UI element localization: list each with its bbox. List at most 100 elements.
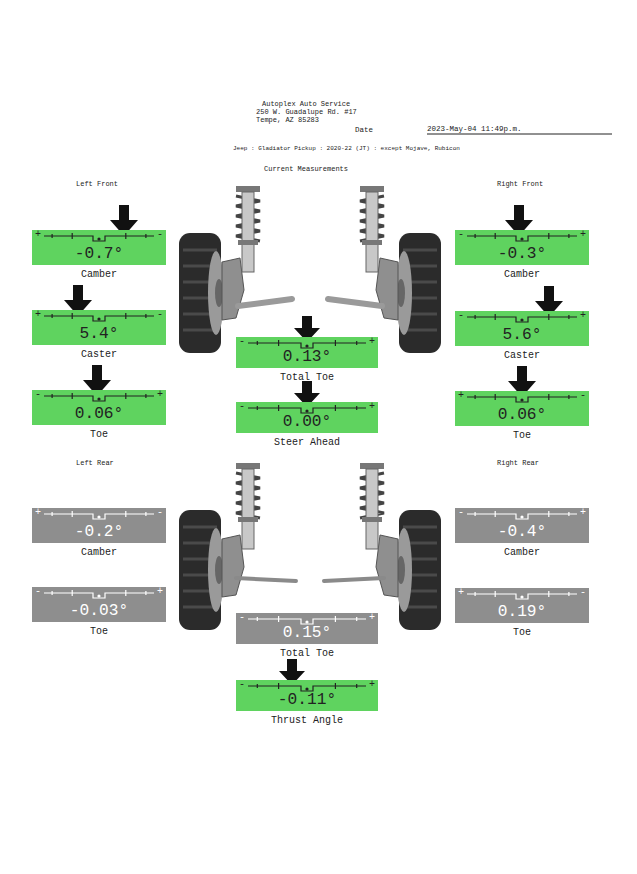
sign-marker: + xyxy=(369,337,375,347)
gauge-readout: +--0.7°Camber xyxy=(32,230,166,283)
measurement-value: -0.2° xyxy=(32,522,166,542)
gauge-bar: + - -0.2° xyxy=(32,508,166,543)
measurement-name: Total Toe xyxy=(216,372,398,384)
printout-text: Jeep : Gladiator Pickup : 2020-22 (JT) :… xyxy=(233,145,460,153)
gauge-readout: -+5.6°Caster xyxy=(455,311,589,364)
sign-marker: - xyxy=(580,391,586,401)
gauge-bar: - +0.13° xyxy=(236,337,378,368)
gauge-bar: + - -0.7° xyxy=(32,230,166,265)
gauge-readout: +--0.2°Camber xyxy=(32,508,166,561)
gauge-bar: - + -0.4° xyxy=(455,508,589,543)
measurement-name: Caster xyxy=(12,349,186,361)
measurement-value: 0.13° xyxy=(236,347,378,367)
measurement-name: Camber xyxy=(435,547,609,559)
gauge-readout: -+-0.4°Camber xyxy=(455,508,589,561)
measurement-name: Toe xyxy=(12,429,186,441)
printout-text: 250 W. Guadalupe Rd. #17 xyxy=(256,108,357,117)
measurement-name: Camber xyxy=(12,547,186,559)
gauge-readout: -+-0.11°Thrust Angle xyxy=(236,680,378,729)
sign-marker: + xyxy=(580,230,586,240)
front-left-corner xyxy=(179,186,292,353)
sign-marker: + xyxy=(369,613,375,623)
gauge-readout: -+0.15°Total Toe xyxy=(236,613,378,662)
sign-marker: + xyxy=(35,508,41,518)
gauge-bar: - + -0.3° xyxy=(455,230,589,265)
printout-text: Date xyxy=(355,126,373,136)
gauge-readout: -+-0.03°Toe xyxy=(32,587,166,640)
gauge-readout: +-0.06°Toe xyxy=(455,391,589,444)
gauge-bar: - +-0.11° xyxy=(236,680,378,711)
gauge-bar: - +0.00° xyxy=(236,402,378,433)
gauge-readout: +-0.19°Toe xyxy=(455,588,589,641)
printout-text: Right Front xyxy=(497,180,543,189)
sign-marker: + xyxy=(369,680,375,690)
measurement-value: -0.4° xyxy=(455,522,589,542)
measurement-name: Caster xyxy=(435,350,609,362)
measurement-value: 0.06° xyxy=(455,405,589,425)
gauge-bar: + - 0.19° xyxy=(455,588,589,623)
gauge-readout: -+-0.3°Camber xyxy=(455,230,589,283)
measurement-value: -0.03° xyxy=(32,601,166,621)
sign-marker: + xyxy=(157,587,163,597)
gauge-readout: -+0.13°Total Toe xyxy=(236,337,378,386)
gauge-bar: - +0.15° xyxy=(236,613,378,644)
measurement-name: Toe xyxy=(12,626,186,638)
gauge-bar: - +5.6° xyxy=(455,311,589,346)
printout-text: Left Rear xyxy=(76,459,114,468)
sign-marker: - xyxy=(458,508,464,518)
printout-text: Current Measurements xyxy=(264,165,348,174)
measurement-value: 0.00° xyxy=(236,412,378,432)
gauge-bar: + - 0.06° xyxy=(455,391,589,426)
measurement-value: 0.06° xyxy=(32,404,166,424)
measurement-name: Thrust Angle xyxy=(216,715,398,727)
measurement-name: Camber xyxy=(12,269,186,281)
sign-marker: + xyxy=(580,311,586,321)
gauge-readout: -+0.00°Steer Ahead xyxy=(236,402,378,451)
sign-marker: - xyxy=(458,311,464,321)
measurement-value: 5.4° xyxy=(32,324,166,344)
sign-marker: - xyxy=(157,310,163,320)
sign-marker: - xyxy=(157,508,163,518)
measurement-name: Total Toe xyxy=(216,648,398,660)
printout-text: Right Rear xyxy=(497,459,539,468)
sign-marker: - xyxy=(239,613,245,623)
measurement-value: -0.7° xyxy=(32,244,166,264)
sign-marker: + xyxy=(157,390,163,400)
sign-marker: - xyxy=(580,588,586,598)
sign-marker: - xyxy=(35,587,41,597)
sign-marker: - xyxy=(157,230,163,240)
measurement-name: Toe xyxy=(435,627,609,639)
sign-marker: - xyxy=(35,390,41,400)
measurement-value: 0.19° xyxy=(455,602,589,622)
gauge-readout: -+0.06°Toe xyxy=(32,390,166,443)
measurement-value: -0.3° xyxy=(455,244,589,264)
printout-text: Autoplex Auto Service xyxy=(262,100,350,109)
sign-marker: + xyxy=(35,230,41,240)
rear-left-corner xyxy=(179,463,296,630)
measurement-name: Toe xyxy=(435,430,609,442)
sign-marker: + xyxy=(458,391,464,401)
date-underline xyxy=(427,134,612,135)
printout-text: 2023-May-04 11:49p.m. xyxy=(427,125,522,135)
sign-marker: + xyxy=(458,588,464,598)
gauge-bar: + - 5.4° xyxy=(32,310,166,345)
measurement-value: 5.6° xyxy=(455,325,589,345)
gauge-bar: - +0.06° xyxy=(32,390,166,425)
printout-text: Tempe, AZ 85283 xyxy=(256,116,319,125)
sign-marker: - xyxy=(458,230,464,240)
sign-marker: - xyxy=(239,337,245,347)
sign-marker: + xyxy=(35,310,41,320)
measurement-value: -0.11° xyxy=(236,690,378,710)
sign-marker: - xyxy=(239,680,245,690)
rear-right-corner xyxy=(324,463,441,630)
measurement-value: 0.15° xyxy=(236,623,378,643)
printout-text: Left Front xyxy=(76,180,118,189)
measurement-name: Steer Ahead xyxy=(216,437,398,449)
front-right-corner xyxy=(328,186,441,353)
gauge-bar: - + -0.03° xyxy=(32,587,166,622)
sign-marker: - xyxy=(239,402,245,412)
gauge-readout: +-5.4°Caster xyxy=(32,310,166,363)
measurement-name: Camber xyxy=(435,269,609,281)
sign-marker: + xyxy=(369,402,375,412)
sign-marker: + xyxy=(580,508,586,518)
